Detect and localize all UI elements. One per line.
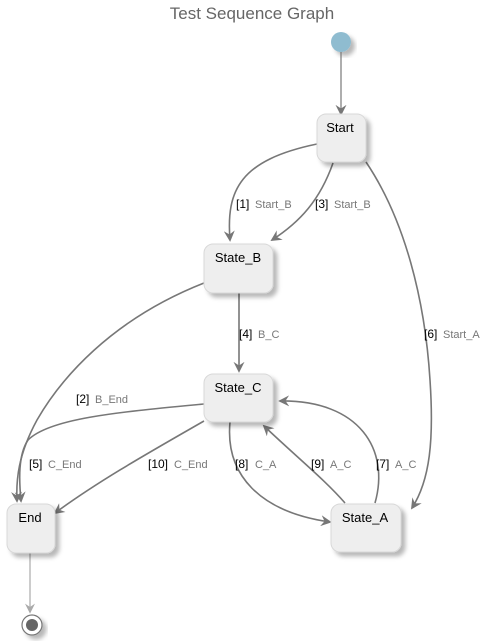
edge-label-8: [8] C_A	[235, 457, 277, 471]
initial-node	[331, 32, 351, 52]
edge-2-b-to-end	[11, 282, 205, 503]
svg-text:C_End: C_End	[48, 459, 82, 471]
svg-text:C_End: C_End	[174, 459, 208, 471]
edge-8-c-to-a	[228, 421, 332, 527]
svg-text:[1]: [1]	[236, 197, 249, 211]
svg-text:[6]: [6]	[424, 327, 437, 341]
svg-text:B_End: B_End	[95, 394, 128, 406]
state-end[interactable]: End	[6, 503, 56, 554]
svg-text:A_C: A_C	[395, 459, 416, 471]
state-label: End	[18, 510, 41, 525]
edge-label-1: [1] Start_B	[236, 197, 292, 211]
svg-text:Start_B: Start_B	[255, 199, 292, 211]
state-a[interactable]: State_A	[330, 503, 402, 553]
edge-3-start-to-state-b	[270, 162, 334, 241]
svg-text:C_A: C_A	[255, 459, 277, 471]
final-node	[21, 614, 43, 636]
edge-label-6: [6] Start_A	[424, 327, 480, 341]
diagram-title: Test Sequence Graph	[170, 4, 334, 23]
edge-10-c-to-end	[53, 420, 205, 515]
svg-text:[3]: [3]	[315, 197, 328, 211]
edge-label-4: [4] B_C	[239, 327, 279, 341]
state-c[interactable]: State_C	[203, 373, 274, 423]
edge-7-a-to-c	[278, 395, 380, 504]
state-label: State_C	[215, 380, 262, 395]
edge-label-9: [9] A_C	[311, 457, 351, 471]
state-label: State_B	[215, 250, 261, 265]
svg-text:Start_A: Start_A	[443, 329, 480, 341]
state-label: State_A	[342, 510, 389, 525]
edge-9-a-to-c	[262, 424, 346, 504]
edge-label-10: [10] C_End	[148, 457, 208, 471]
edge-label-7: [7] A_C	[376, 457, 416, 471]
svg-text:[2]: [2]	[76, 392, 89, 406]
svg-text:[8]: [8]	[235, 457, 248, 471]
state-start[interactable]: Start	[316, 113, 367, 163]
svg-text:[5]: [5]	[29, 457, 42, 471]
svg-text:Start_B: Start_B	[334, 199, 371, 211]
svg-text:B_C: B_C	[258, 329, 279, 341]
state-label: Start	[326, 120, 354, 135]
svg-text:[4]: [4]	[239, 327, 252, 341]
state-b[interactable]: State_B	[203, 243, 274, 294]
svg-text:[7]: [7]	[376, 457, 389, 471]
edge-1-start-to-state-b	[223, 143, 318, 242]
svg-text:A_C: A_C	[330, 459, 351, 471]
svg-text:[10]: [10]	[148, 457, 168, 471]
edge-6-start-to-state-a	[365, 161, 433, 510]
svg-text:[9]: [9]	[311, 457, 324, 471]
edge-label-5: [5] C_End	[29, 457, 82, 471]
edge-label-2: [2] B_End	[76, 392, 128, 406]
edge-5-c-to-end	[14, 403, 205, 503]
edge-label-3: [3] Start_B	[315, 197, 371, 211]
